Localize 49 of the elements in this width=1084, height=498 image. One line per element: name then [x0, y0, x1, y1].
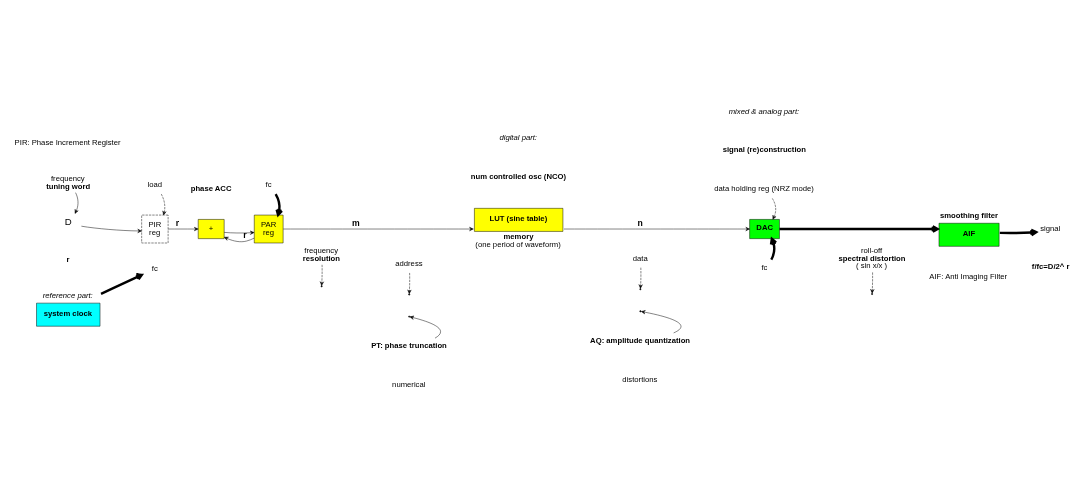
node-box: DAC [749, 219, 780, 239]
node-text: data [632, 253, 648, 263]
node-text: load [147, 180, 162, 190]
arrow [772, 198, 777, 220]
node-box: + [197, 219, 225, 239]
arrow [167, 227, 199, 231]
arrow [224, 230, 255, 235]
node-text: fc [151, 263, 158, 273]
label: distortions [622, 374, 658, 384]
node-text: frequency tuning word [46, 173, 91, 191]
edge-label: r [175, 217, 180, 228]
arrow [224, 236, 255, 242]
arrow [644, 312, 682, 334]
label: digital part: [499, 133, 538, 143]
label: mixed & analog part: [728, 106, 800, 116]
arrow [409, 272, 410, 291]
node-box: PAR reg [254, 214, 284, 244]
arrow [283, 227, 474, 231]
node-text: data holding reg (NRZ mode) [714, 184, 814, 194]
arrow [81, 225, 142, 233]
label: AIF: Anti Imaging Filter [929, 271, 1008, 281]
node-text: signal [1040, 223, 1061, 233]
node-label: memory [503, 232, 534, 242]
node-text: fc [265, 180, 272, 190]
arrow [999, 228, 1038, 237]
node-box: PIR reg [141, 214, 169, 244]
label: numerical [392, 380, 426, 390]
edge-label: r [243, 229, 247, 240]
label: r [66, 255, 70, 265]
label: PIR: Phase Increment Register [14, 138, 121, 148]
arrow [563, 227, 750, 231]
node-text: AQ: amplitude quantization [590, 335, 691, 345]
node-text: PT: phase truncation [371, 341, 447, 351]
label: signal (re)construction [722, 145, 806, 155]
node-text: roll-off spectral distortion ( sin x/x ) [838, 245, 906, 271]
node-label: smoothing filter [939, 211, 999, 221]
edge-label: n [637, 217, 643, 228]
arrow [161, 193, 167, 216]
node-text: frequency resolution [302, 245, 341, 263]
node-label: reference part: [42, 291, 93, 301]
label: phase ACC [190, 183, 232, 193]
edge-label: m [351, 217, 360, 228]
arrow [74, 192, 79, 214]
node-text: fc [761, 263, 768, 273]
node-text: address [395, 258, 423, 268]
arrow [100, 273, 144, 295]
label: num controlled osc (NCO) [470, 171, 567, 181]
label: f/fc=D/2^ r [1031, 261, 1070, 271]
node-text: D [64, 215, 72, 227]
